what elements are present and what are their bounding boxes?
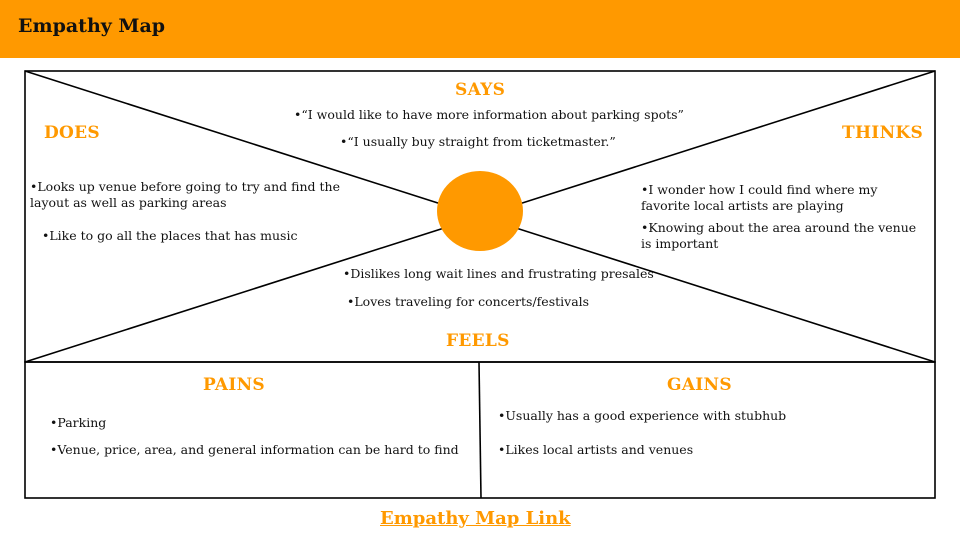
says-item: •“I would like to have more information … (294, 107, 684, 122)
pains-gains-divider (478, 361, 482, 499)
center-circle (437, 171, 523, 251)
gains-heading: GAINS (667, 375, 732, 395)
thinks-heading: THINKS (842, 123, 924, 143)
does-item: •Like to go all the places that has musi… (42, 228, 298, 243)
header-bar: Empathy Map (0, 0, 960, 58)
pains-gains-box (24, 361, 936, 499)
thinks-item: •Knowing about the area around the venue… (641, 220, 917, 251)
gains-item: •Likes local artists and venues (498, 442, 694, 457)
feels-heading: FEELS (446, 331, 510, 351)
page-title: Empathy Map (18, 15, 166, 37)
feels-item: •Dislikes long wait lines and frustratin… (343, 266, 654, 281)
does-item: •Looks up venue before going to try and … (30, 179, 340, 210)
thinks-item: •I wonder how I could find where my favo… (641, 182, 878, 213)
empathy-map-link[interactable]: Empathy Map Link (380, 508, 571, 529)
pains-item: •Parking (50, 415, 107, 430)
does-heading: DOES (44, 123, 100, 143)
feels-item: •Loves traveling for concerts/festivals (347, 294, 590, 309)
says-heading: SAYS (455, 80, 506, 100)
pains-item: •Venue, price, area, and general informa… (50, 442, 459, 457)
gains-item: •Usually has a good experience with stub… (498, 408, 787, 423)
pains-heading: PAINS (203, 375, 266, 395)
says-item: •“I usually buy straight from ticketmast… (340, 134, 616, 149)
